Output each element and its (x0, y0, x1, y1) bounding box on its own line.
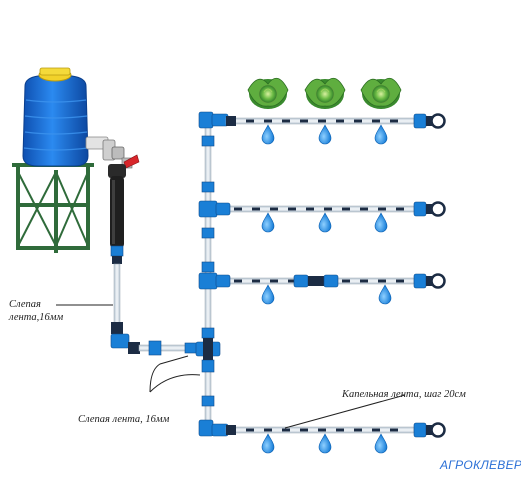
tank-outlet (85, 136, 125, 161)
tape-coupler (293, 274, 339, 288)
drip-line-4 (225, 422, 446, 454)
water-drop-icon (374, 124, 388, 145)
water-drop-icon (261, 212, 275, 233)
water-drop-icon (374, 212, 388, 233)
end-plug-icon (413, 201, 446, 217)
drip-line-2 (198, 200, 446, 233)
drip-line-3 (198, 272, 446, 305)
tee-connector-icon (198, 200, 231, 218)
label-leaders (56, 304, 406, 429)
blind-tape-label-bottom: Слепая лента, 16мм (78, 414, 170, 425)
water-drop-icon (261, 124, 275, 145)
tee-connector-icon (198, 272, 231, 290)
water-drop-icon (318, 433, 332, 454)
cabbage-icon (247, 77, 289, 109)
drip-tape-label: Капельная лента, шаг 20см (342, 389, 466, 400)
blind-tape-supply (110, 263, 198, 356)
tank-stand (12, 163, 94, 253)
water-drop-icon (378, 284, 392, 305)
water-drop-icon (374, 433, 388, 454)
blind-tape-label-top: Слепая лента,16мм (9, 299, 64, 323)
brand-logo-text: АГРОКЛЕВЕР (440, 458, 521, 472)
end-plug-icon (413, 273, 446, 289)
water-drop-icon (318, 212, 332, 233)
water-drop-icon (261, 284, 275, 305)
cabbage-row (247, 77, 402, 109)
end-plug-icon (413, 113, 446, 129)
filter-icon (108, 164, 126, 264)
water-drop-icon (261, 433, 275, 454)
tee-connector-icon (195, 338, 221, 360)
water-tank-icon (12, 67, 94, 253)
drip-lines (198, 113, 446, 454)
end-plug-icon (413, 422, 446, 438)
drip-line-1 (225, 113, 446, 145)
water-drop-icon (318, 124, 332, 145)
cabbage-icon (304, 77, 346, 109)
cabbage-icon (360, 77, 402, 109)
